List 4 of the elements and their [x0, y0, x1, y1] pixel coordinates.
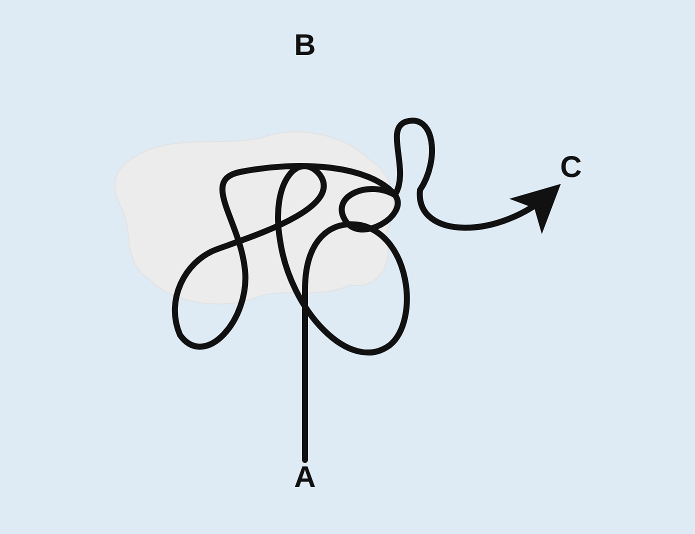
point-label: C: [556, 152, 586, 184]
point-label: A: [290, 462, 320, 494]
region-label: B: [293, 30, 317, 62]
winding-arrow: [172, 118, 562, 463]
